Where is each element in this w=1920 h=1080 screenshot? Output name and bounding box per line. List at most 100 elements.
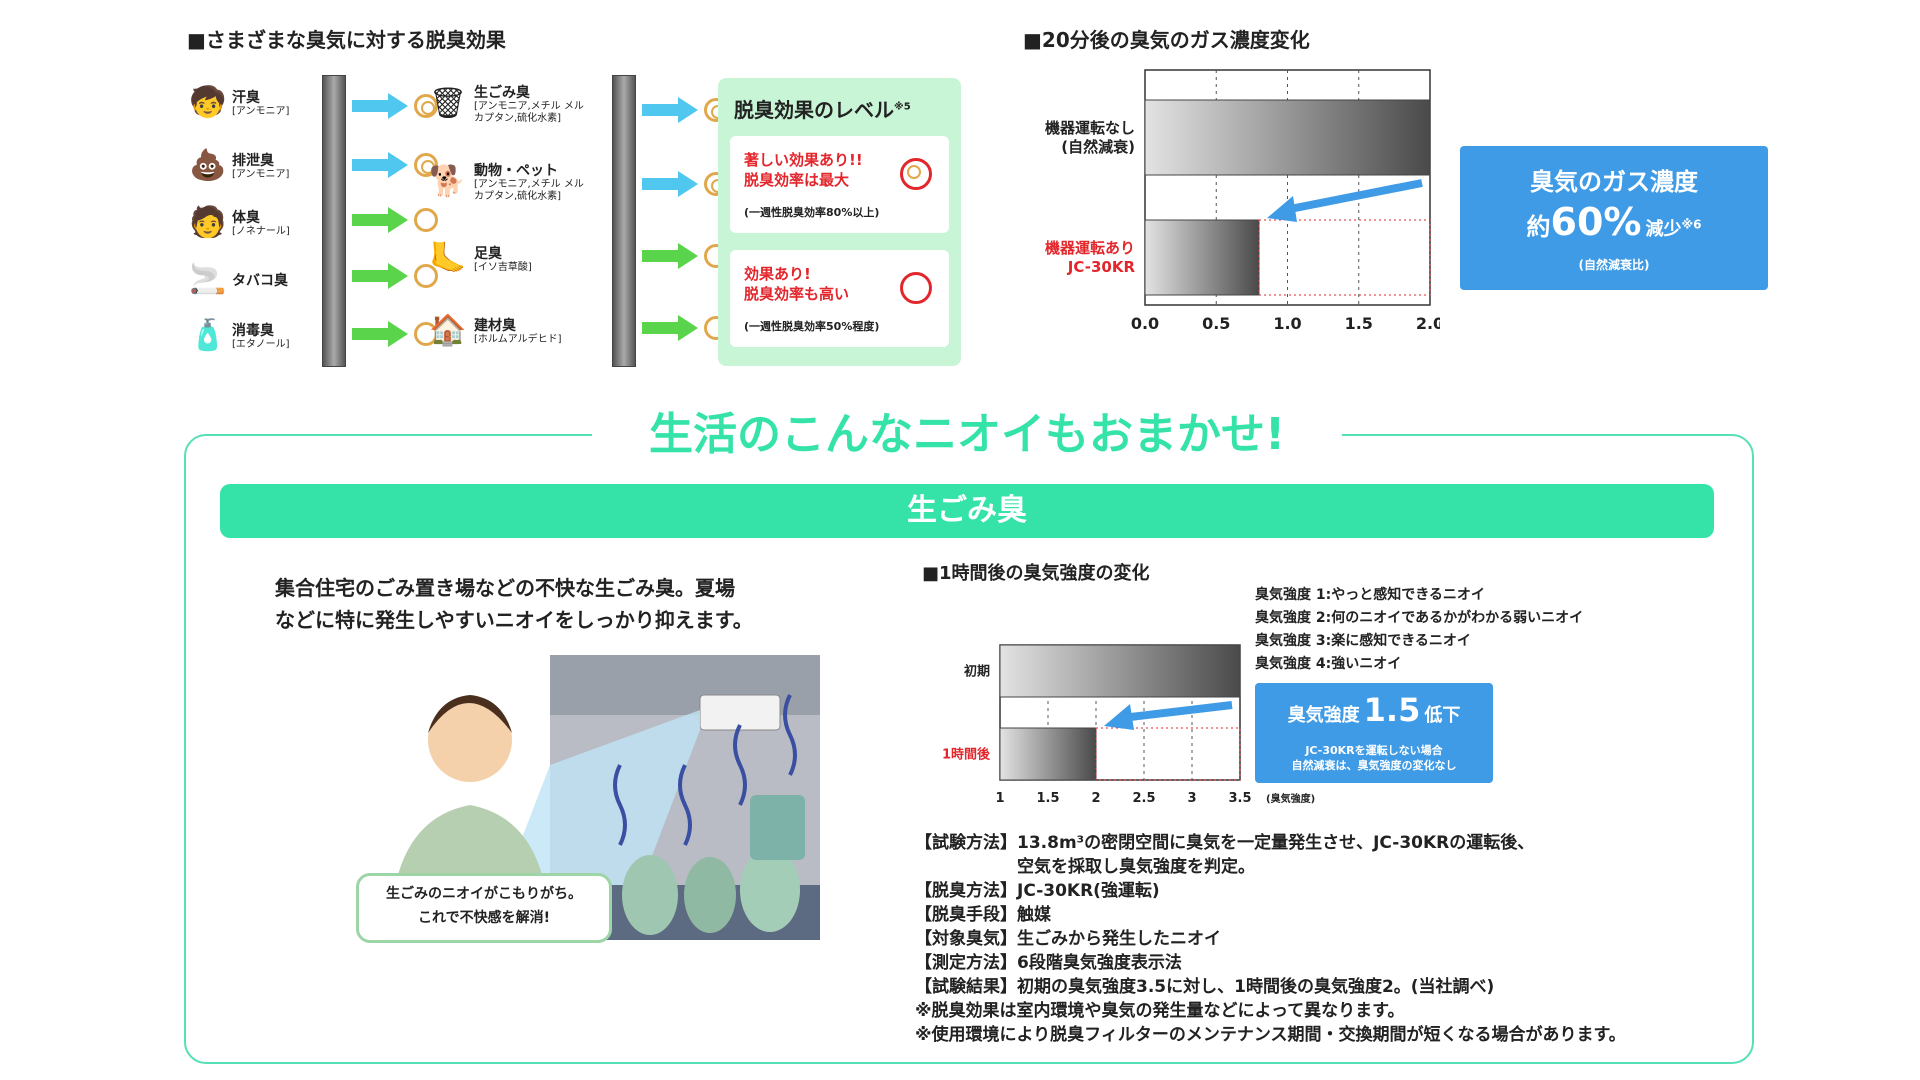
- gas-callout-line1: 臭気のガス濃度: [1530, 168, 1698, 196]
- description: 集合住宅のごみ置き場などの不快な生ごみ臭。夏場 などに特に発生しやすいニオイをし…: [275, 572, 753, 636]
- tick-label: 1.0: [1273, 314, 1301, 333]
- level-high-line2: 脱臭効率は最大: [744, 171, 850, 189]
- bar: [1144, 99, 1431, 176]
- level-mid-detail: (一週性脱臭効率50%程度): [744, 320, 880, 333]
- description-line1: 集合住宅のごみ置き場などの不快な生ごみ臭。夏場: [275, 576, 735, 600]
- level-mid-card: 効果あり! 脱臭効率も高い (一週性脱臭効率50%程度): [730, 250, 949, 347]
- list-item: 🧒 汗臭[アンモニア]: [188, 82, 289, 122]
- house-icon: 🏠: [429, 312, 467, 348]
- category-label: 1時間後: [942, 746, 991, 762]
- cigarette-ashtray-icon: 🚬: [189, 261, 227, 297]
- category-bar: 生ごみ臭: [220, 484, 1714, 538]
- disinfectant-bottle-icon: 🧴: [189, 317, 227, 353]
- description-line2: などに特に発生しやすいニオイをしっかり抑えます。: [275, 608, 753, 632]
- gas-callout-suffix: 減少: [1645, 219, 1682, 240]
- list-item: 💩 排泄臭[アンモニア]: [188, 145, 289, 185]
- category-label: (自然減衰): [1061, 138, 1135, 156]
- gas-concentration-chart: 0.00.51.01.52.0(ppm)機器運転なし(自然減衰)機器運転ありJC…: [1045, 69, 1440, 333]
- level-high-line1: 著しい効果あり!!: [744, 151, 863, 169]
- unit-label: (臭気強度): [1266, 792, 1315, 805]
- section3-title: ■1時間後の臭気強度の変化: [922, 563, 1150, 584]
- odor-wave-icon: [733, 724, 747, 806]
- test-info-line: 空気を採取し臭気強度を判定。: [1017, 857, 1255, 877]
- test-info-line: ※使用環境により脱臭フィルターのメンテナンス期間・交換期間が短くなる場合がありま…: [915, 1025, 1626, 1045]
- garbage-bag-icon: [740, 848, 800, 932]
- dog-icon: 🐕: [429, 164, 467, 199]
- garbage-bag-icon: [684, 857, 736, 933]
- test-info-line: 【試験結果】初期の臭気強度3.5に対し、1時間後の臭気強度2。(当社調べ): [915, 977, 1495, 997]
- tick-label: 0.5: [1202, 314, 1230, 333]
- intensity-callout-sub2: 自然減衰は、臭気強度の変化なし: [1291, 759, 1457, 772]
- test-info-line: 【脱臭手段】触媒: [915, 905, 1051, 925]
- tick-label: 0.0: [1131, 314, 1159, 333]
- sweating-person-icon: 🧒: [189, 84, 227, 120]
- intensity-callout-sub1: JC-30KRを運転しない場合: [1305, 744, 1443, 757]
- reduction-arrow: [1121, 701, 1233, 722]
- section1-title: ■さまざまな臭気に対する脱臭効果: [187, 28, 506, 52]
- list-item: 🏠 建材臭[ホルムアルデヒド]: [428, 310, 561, 350]
- intensity-callout-value: 1.5: [1363, 691, 1421, 729]
- odor-wave-icon: [613, 764, 627, 846]
- category-label: JC-30KR: [1067, 258, 1136, 276]
- circle-icon: [414, 322, 438, 346]
- list-item: 🧑 体臭[ノネナール]: [188, 202, 290, 242]
- category-label: 機器運転なし: [1045, 119, 1135, 137]
- person-icon: 🧑: [189, 204, 227, 240]
- test-info-line: 【対象臭気】生ごみから発生したニオイ: [915, 929, 1221, 949]
- gas-callout-sub: (自然減衰比): [1578, 258, 1650, 272]
- tick-label: 1.5: [1345, 314, 1373, 333]
- test-info-line: ※脱臭効果は室内環境や臭気の発生量などによって異なります。: [915, 1001, 1405, 1021]
- bar: [999, 644, 1241, 698]
- double-circle-icon: [414, 94, 438, 118]
- test-info-line: 【測定方法】6段階臭気強度表示法: [915, 953, 1182, 973]
- level-box-title: 脱臭効果のレベル: [734, 98, 894, 122]
- intensity-legend: 臭気強度 1:やっと感知できるニオイ 臭気強度 2:何のニオイであるかがわかる弱…: [1255, 584, 1583, 676]
- tick-label: 2.0: [1416, 314, 1440, 333]
- reduction-arrowhead: [1104, 704, 1134, 730]
- gas-callout: 臭気のガス濃度 約60%減少※6 (自然減衰比): [1460, 146, 1768, 290]
- intensity-callout-prefix: 臭気強度: [1287, 705, 1360, 726]
- garbage-can-icon: [750, 795, 805, 860]
- level-mid-line2: 脱臭効率も高い: [744, 285, 850, 303]
- tick-label: 2: [1091, 791, 1100, 806]
- speech-line2: これで不快感を解消!: [418, 910, 550, 926]
- speech-line1: 生ごみのニオイがこもりがち。: [386, 886, 582, 902]
- test-info-line: 【試験方法】13.8m³の密閉空間に臭気を一定量発生させ、JC-30KRの運転後…: [915, 833, 1535, 853]
- odor-wave-icon: [678, 764, 692, 846]
- circle-icon: [900, 272, 932, 304]
- level-box-note: ※5: [894, 101, 911, 113]
- tick-label: 2.5: [1132, 791, 1155, 806]
- gas-callout-value: 60%: [1550, 200, 1642, 244]
- waste-icon: 💩: [189, 147, 227, 183]
- legend-item: 臭気強度 2:何のニオイであるかがわかる弱いニオイ: [1255, 610, 1584, 626]
- gas-callout-prefix: 約: [1526, 213, 1551, 241]
- intensity-callout-suffix: 低下: [1424, 705, 1461, 726]
- gas-callout-note: ※6: [1681, 217, 1702, 232]
- headline: 生活のこんなニオイもおまかせ!: [592, 400, 1342, 470]
- legend-item: 臭気強度 1:やっと感知できるニオイ: [1255, 587, 1485, 603]
- list-item: 🐕 動物・ペット[アンモニア,メチル メルカプタン,硫化水素]: [429, 163, 584, 202]
- reduction-arrow: [1284, 179, 1423, 214]
- reduction-arrowhead: [1267, 196, 1297, 222]
- filter-panel-right: [612, 75, 636, 367]
- garbage-bag-icon: [622, 855, 678, 935]
- illustration-scene: [390, 655, 820, 940]
- bar: [999, 727, 1097, 781]
- tick-label: 1.5: [1036, 791, 1059, 806]
- garbage-bag-icon: 🗑: [428, 86, 468, 121]
- filter-panel-left: [322, 75, 346, 367]
- category-label: 初期: [964, 663, 990, 679]
- air-purifier-icon: [699, 694, 781, 731]
- man-hair-icon: [428, 695, 512, 733]
- list-item: 🧴 消毒臭[エタノール]: [188, 315, 289, 355]
- legend-item: 臭気強度 4:強いニオイ: [1255, 656, 1402, 672]
- man-face-icon: [428, 698, 512, 782]
- circle-icon: [414, 208, 438, 232]
- tick-label: 3.5: [1228, 791, 1251, 806]
- circle-icon: [414, 264, 438, 288]
- list-item: 🚬 タバコ臭: [188, 259, 288, 299]
- section2-title: ■20分後の臭気のガス濃度変化: [1023, 28, 1310, 52]
- tick-label: 3: [1187, 791, 1196, 806]
- bar: [1144, 219, 1260, 296]
